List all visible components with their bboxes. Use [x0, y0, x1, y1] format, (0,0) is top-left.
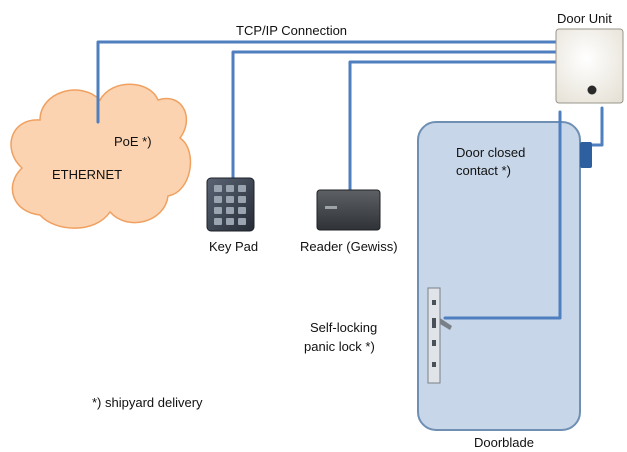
- lock-cable: [443, 110, 562, 320]
- reader-label: Reader (Gewiss): [300, 239, 398, 254]
- door-contact-label-line1: Door closed: [456, 145, 526, 160]
- doorblade-icon: [417, 121, 581, 431]
- connection-label: TCP/IP Connection: [236, 23, 348, 38]
- tcp-ip-cable: [96, 40, 560, 124]
- contact-cable: [584, 106, 604, 147]
- door-unit-label: Door Unit: [557, 11, 612, 26]
- keypad-cable: [231, 50, 560, 180]
- footnote: *) shipyard delivery: [92, 395, 203, 410]
- reader-icon: [316, 189, 381, 231]
- keypad-key: [238, 218, 246, 225]
- keypad-key: [214, 218, 222, 225]
- keypad-icon: [206, 177, 255, 232]
- ethernet-cloud-icon: [10, 83, 192, 229]
- keypad-key: [238, 207, 246, 214]
- ethernet-label: ETHERNET: [52, 167, 123, 182]
- door-contact-icon: [580, 142, 592, 168]
- door-contact-label-line2: contact *): [456, 163, 511, 178]
- cable-lines: [96, 40, 604, 320]
- keypad-key: [238, 196, 246, 203]
- keypad-key: [214, 207, 222, 214]
- keypad-key: [226, 207, 234, 214]
- keypad-key: [226, 218, 234, 225]
- reader-cable: [348, 60, 560, 192]
- keypad-key: [214, 196, 222, 203]
- keypad-key: [226, 185, 234, 192]
- door-unit-icon: [555, 28, 624, 104]
- lock-label-line1: Self-locking: [310, 320, 378, 335]
- poe-label: PoE *): [114, 134, 152, 149]
- doorblade-label: Doorblade: [474, 435, 534, 450]
- keypad-key: [226, 196, 234, 203]
- keypad-key: [238, 185, 246, 192]
- keypad-key: [214, 185, 222, 192]
- lock-label-line2: panic lock *): [304, 339, 375, 354]
- panic-lock-icon: [427, 287, 452, 384]
- keypad-label: Key Pad: [209, 239, 259, 254]
